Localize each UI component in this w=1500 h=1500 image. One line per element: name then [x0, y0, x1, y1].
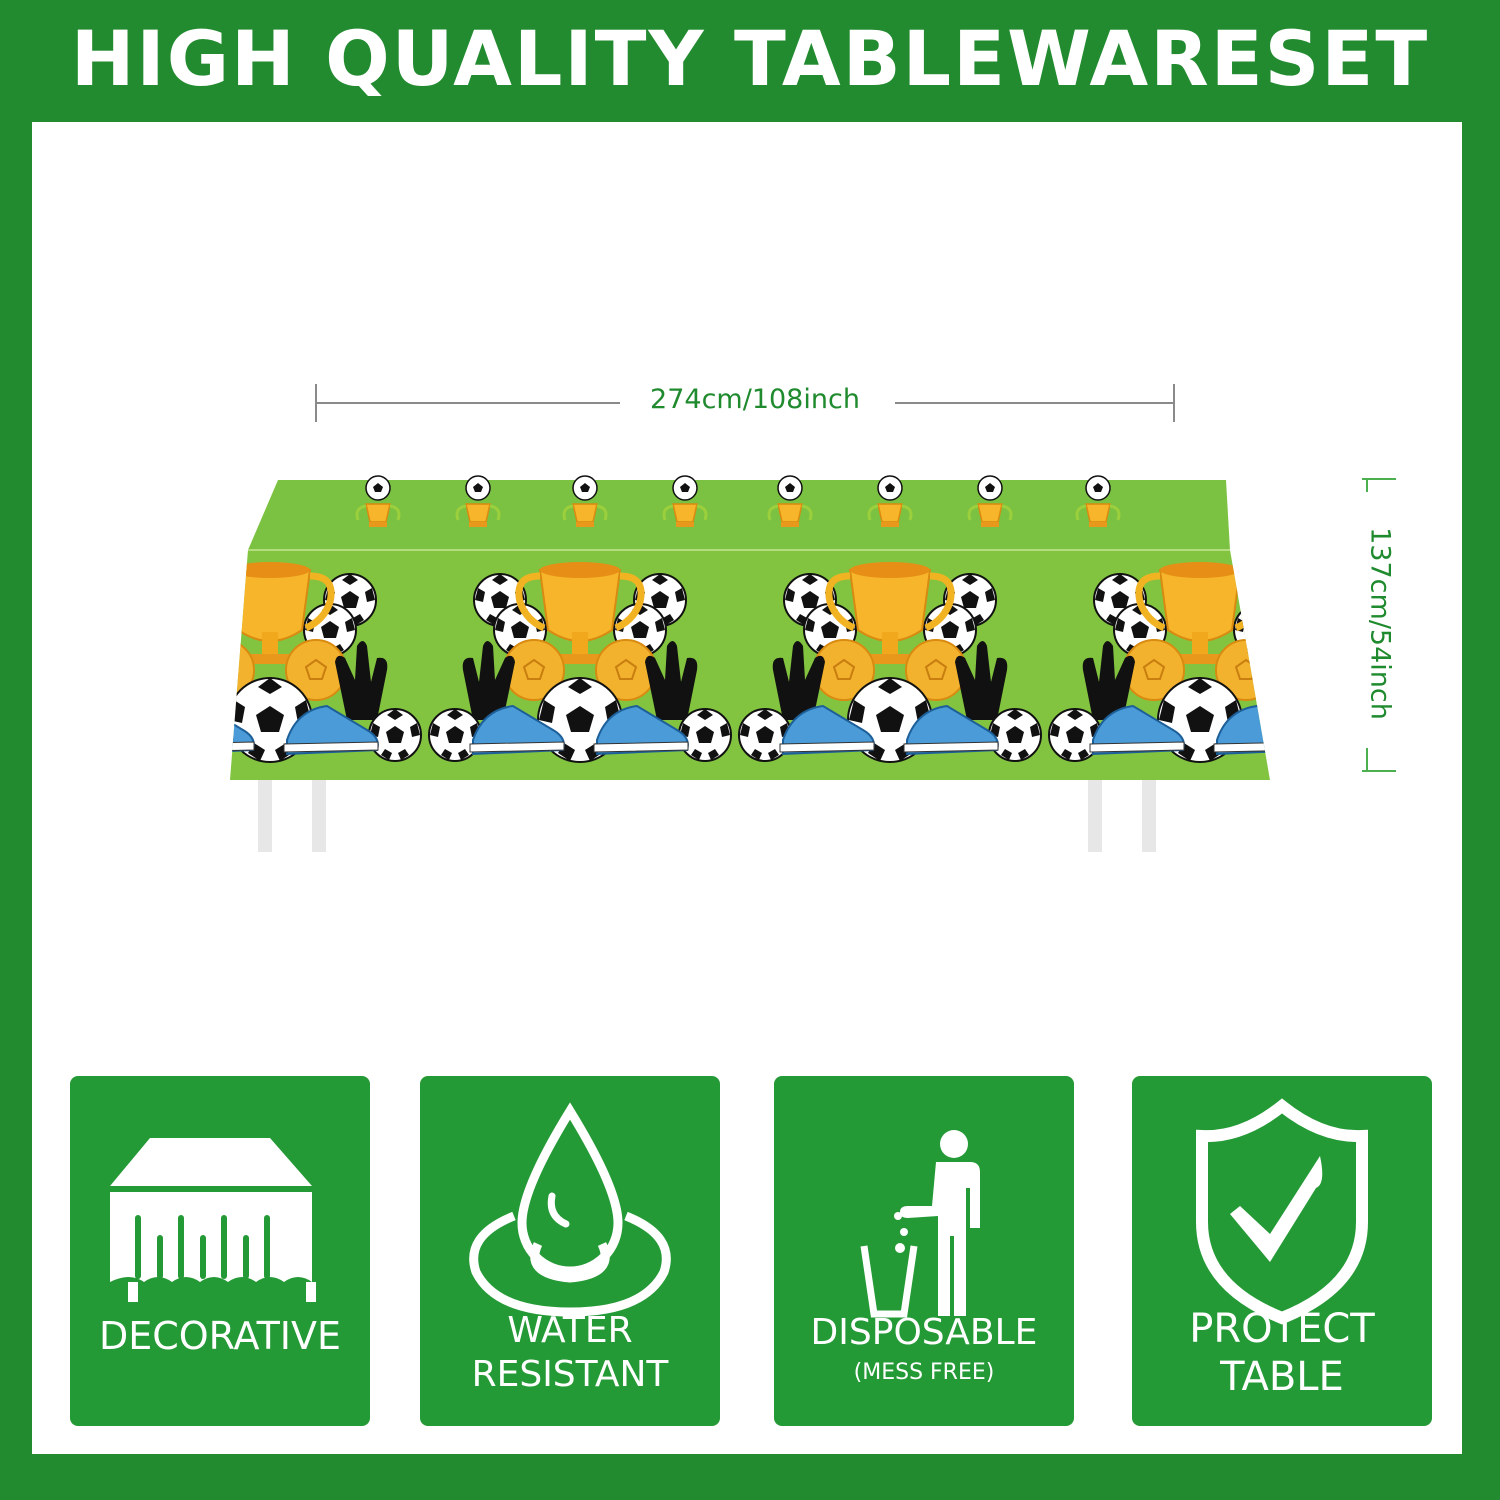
water-drop-icon [469, 1102, 671, 1317]
feature-protect-table: PROTECT TABLE [1132, 1076, 1432, 1426]
page-title: HIGH QUALITY TABLEWARESET [70, 14, 1430, 103]
tablecloth-icon [110, 1138, 316, 1302]
feature-label: WATER [507, 1310, 633, 1351]
dimension-line [315, 402, 620, 404]
dimension-line [1366, 478, 1368, 492]
feature-disposable: DISPOSABLE (MESS FREE) [774, 1076, 1074, 1426]
dimension-line [895, 402, 1175, 404]
feature-label: DECORATIVE [98, 1314, 342, 1358]
feature-label: DISPOSABLE [810, 1312, 1038, 1353]
dimension-tick [1173, 384, 1175, 422]
dimension-tick [1362, 478, 1396, 480]
feature-label: PROTECT [1189, 1306, 1375, 1352]
height-label: 137cm/54inch [1364, 527, 1396, 720]
feature-label: RESISTANT [471, 1354, 669, 1395]
shield-check-icon [1196, 1098, 1368, 1325]
feature-decorative: DECORATIVE [70, 1076, 370, 1426]
feature-label: TABLE [1220, 1354, 1344, 1400]
feature-list: DECORATIVE WATER RESISTANT DISPOSABLE (M… [70, 1076, 1440, 1430]
height-dimension: 137cm/54inch [1360, 478, 1404, 772]
dimension-line [1366, 748, 1368, 770]
feature-water-resistant: WATER RESISTANT [420, 1076, 720, 1426]
width-label: 274cm/108inch [650, 384, 860, 415]
feature-sublabel: (MESS FREE) [853, 1360, 995, 1385]
dimension-tick [1362, 770, 1396, 772]
tablecloth-image [230, 474, 1270, 852]
width-dimension: 274cm/108inch [315, 380, 1175, 424]
trash-disposal-icon [860, 1130, 980, 1318]
